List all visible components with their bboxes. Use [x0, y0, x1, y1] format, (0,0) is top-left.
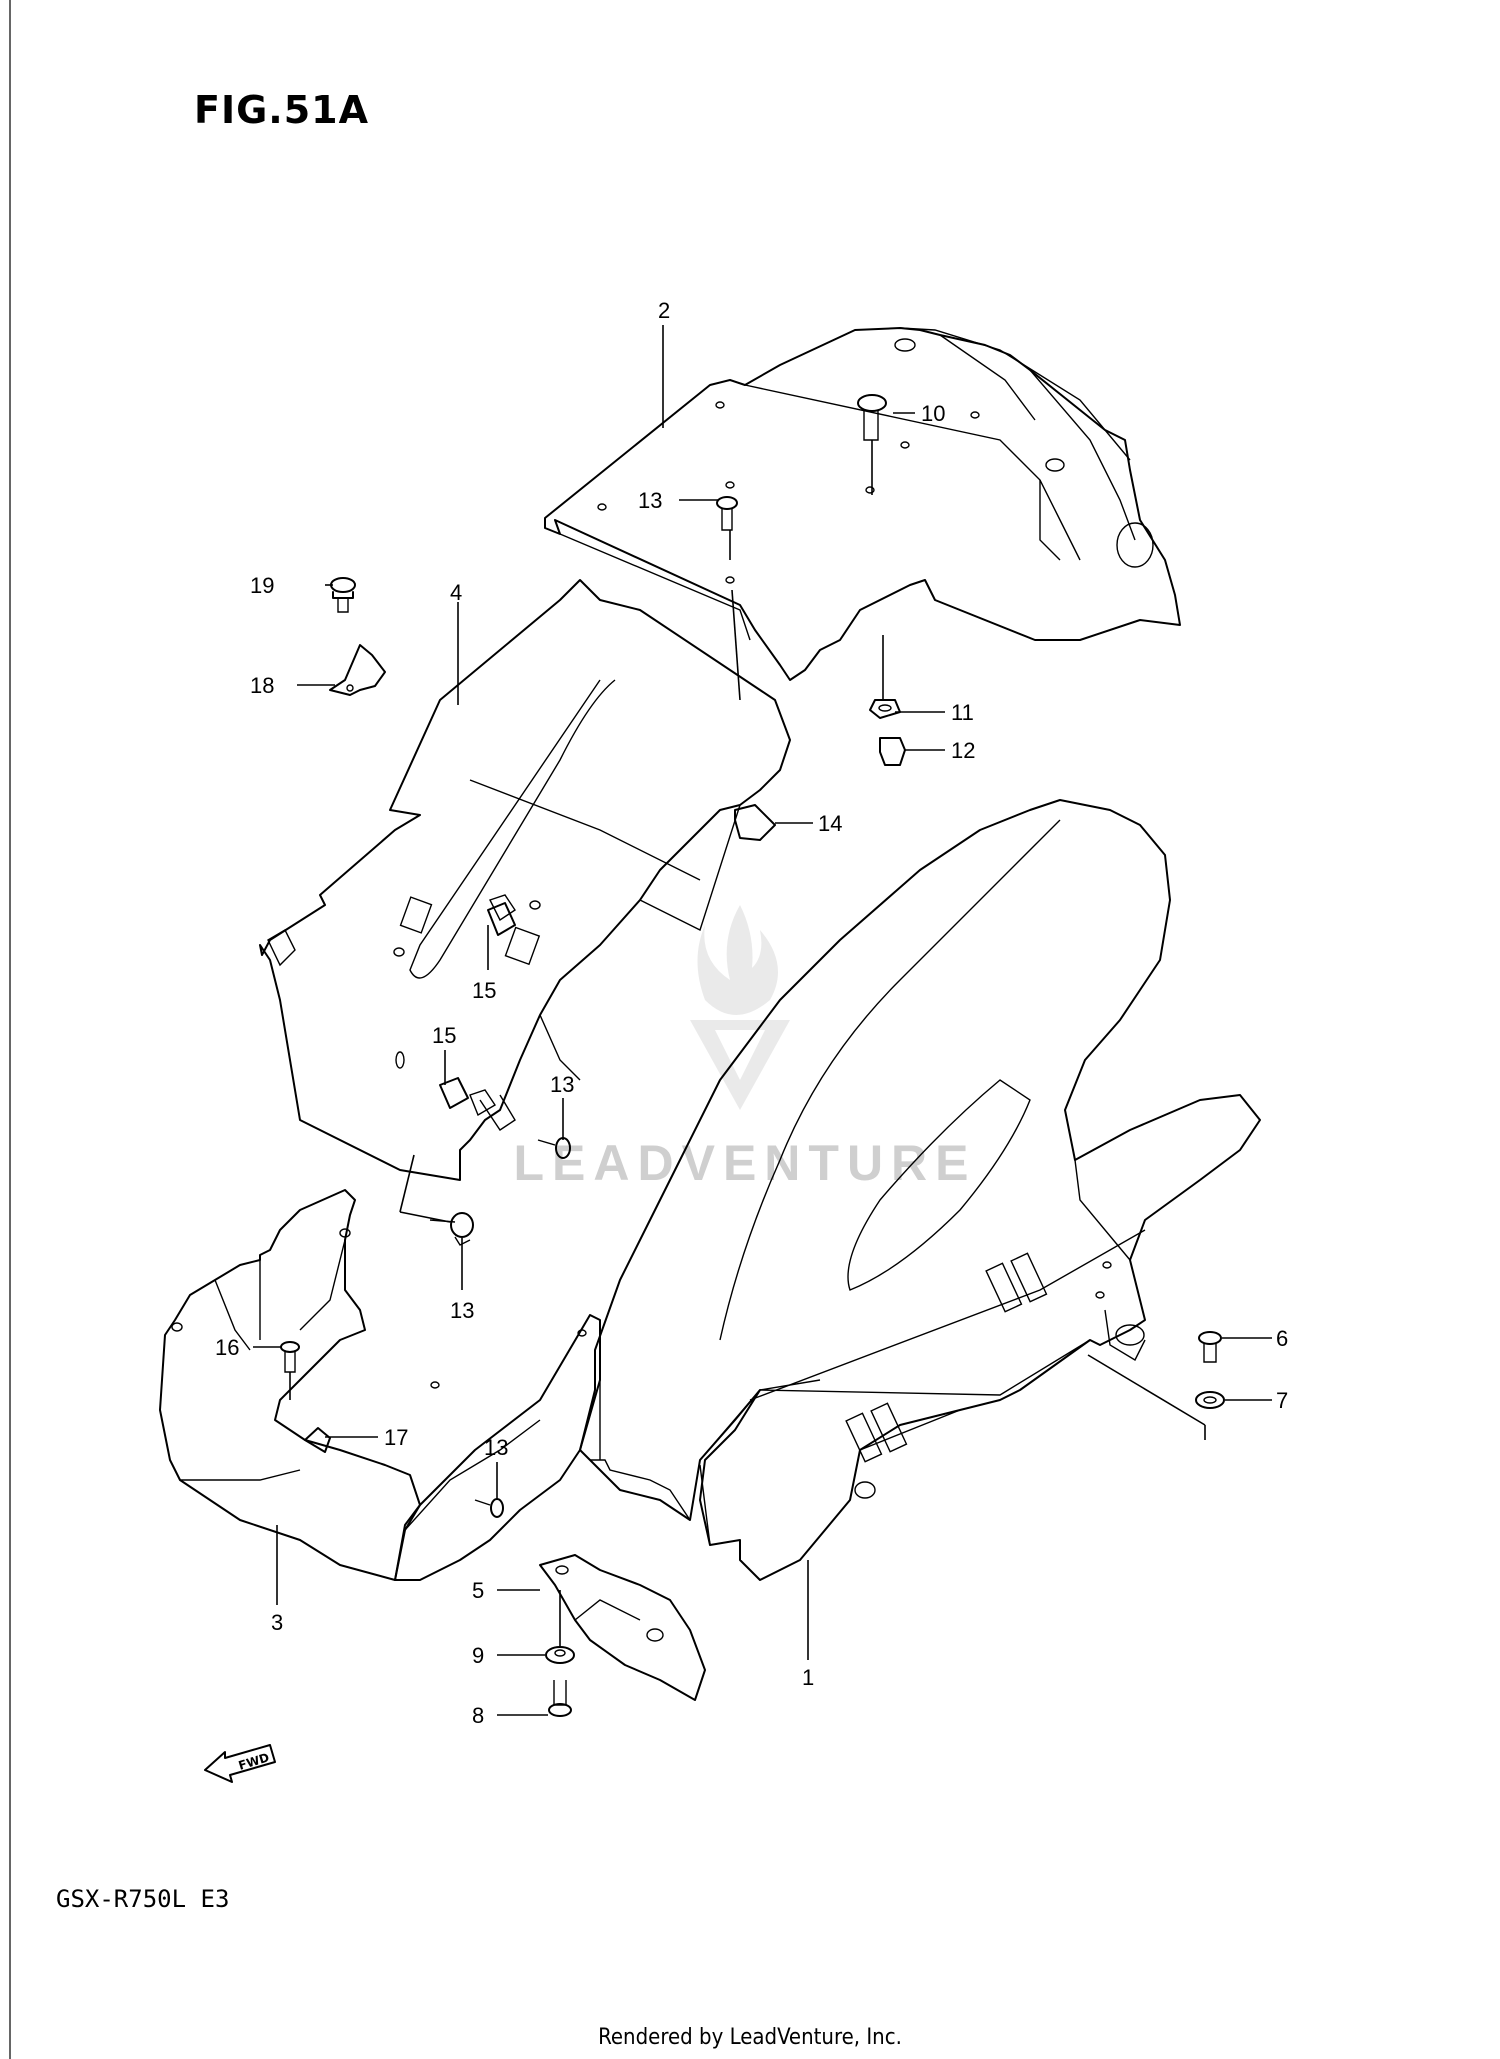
part-1-rear-fender — [579, 799, 1261, 1581]
callout-13-lower: 13 — [484, 1435, 508, 1460]
callout-14: 13 — [450, 1298, 474, 1323]
nut-11 — [869, 699, 901, 719]
callout-19: 19 — [250, 573, 274, 598]
bolt-8 — [548, 1680, 572, 1717]
callout-15-c: 15 — [432, 1023, 456, 1048]
callout-17: 17 — [384, 1425, 408, 1450]
callout-11: 11 — [951, 700, 974, 725]
clip-17 — [304, 1427, 331, 1453]
watermark-logo — [690, 905, 790, 1110]
clip-15-c — [439, 1077, 469, 1109]
screw-16 — [280, 1341, 300, 1373]
clip-15-b — [487, 902, 516, 936]
bolt-13-lower — [474, 1498, 504, 1518]
figure-title: FIG.51A — [194, 88, 370, 132]
callout-12: 12 — [951, 738, 975, 763]
washer-9 — [545, 1646, 575, 1664]
callout-1: 1 — [802, 1665, 814, 1690]
leader-lines — [253, 325, 1272, 1716]
callout-4: 4 — [450, 580, 462, 605]
clip-18 — [329, 644, 386, 696]
washer-7 — [1195, 1391, 1225, 1409]
callout-13-middle: 13 — [550, 1072, 574, 1097]
watermark-text: LEADVENTURE — [513, 1135, 976, 1191]
callout-6: 6 — [1276, 1326, 1288, 1351]
callout-10: 10 — [921, 401, 945, 426]
callout-13-upper: 13 — [638, 488, 662, 513]
footer-credit: Rendered by LeadVenture, Inc. — [598, 2025, 902, 2050]
bolt-13-upper — [716, 496, 738, 531]
callout-8: 8 — [472, 1703, 484, 1728]
screw-6 — [1198, 1331, 1222, 1363]
fwd-arrow-icon: FWD — [204, 1744, 276, 1783]
model-label: GSX-R750L E3 — [56, 1885, 230, 1913]
bolt-10 — [857, 394, 887, 441]
nut-12 — [879, 737, 906, 766]
part-2-upper-fender — [544, 327, 1181, 681]
callout-15-a: 14 — [818, 811, 842, 836]
callout-labels: 2 10 13 19 4 18 11 12 14 15 15 13 13 6 1… — [215, 298, 1288, 1728]
part-4-inner-fender — [259, 579, 791, 1181]
callout-18: 18 — [250, 673, 274, 698]
part-5-bracket — [539, 1554, 706, 1701]
part-3-splash-guard — [159, 1189, 691, 1581]
bolt-14 — [429, 1212, 474, 1246]
callout-9: 9 — [472, 1643, 484, 1668]
callout-2: 2 — [658, 298, 670, 323]
callout-5: 5 — [472, 1578, 484, 1603]
callout-3: 3 — [271, 1610, 283, 1635]
callout-7: 7 — [1276, 1388, 1288, 1413]
callout-15-b: 15 — [472, 978, 496, 1003]
callout-16: 16 — [215, 1335, 239, 1360]
bolt-19 — [330, 577, 356, 613]
clip-15-a — [734, 804, 776, 841]
